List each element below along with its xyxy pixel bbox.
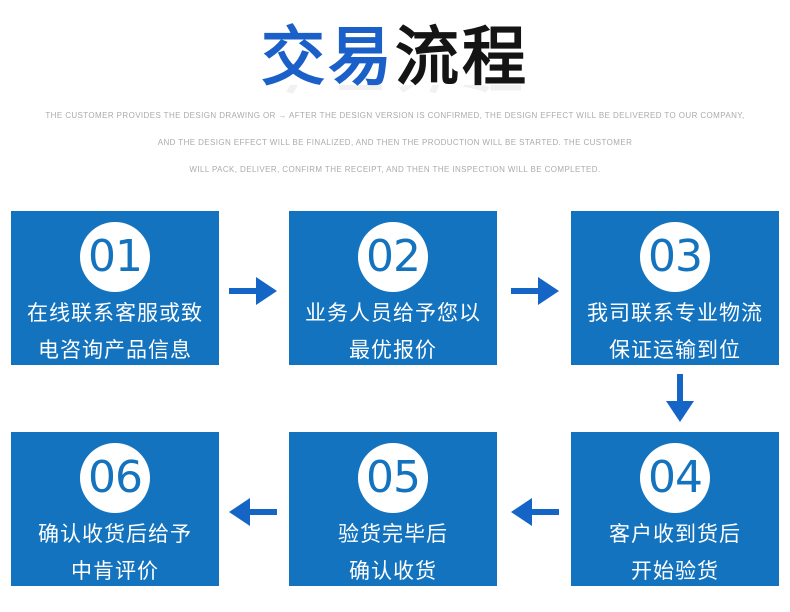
step-line: 客户收到货后	[609, 522, 741, 546]
arrow-right-icon	[229, 277, 277, 305]
subtitle-line-1: THE CUSTOMER PROVIDES THE DESIGN DRAWING…	[45, 111, 745, 120]
step-number-badge: 01	[80, 222, 150, 292]
step-card-02: 02 业务人员给予您以 最优报价	[289, 211, 497, 365]
step-line: 中肯评价	[71, 559, 159, 583]
step-description: 在线联系客服或致 电咨询产品信息	[11, 295, 219, 369]
step-card-01: 01 在线联系客服或致 电咨询产品信息	[11, 211, 219, 365]
step-description: 客户收到货后 开始验货	[571, 516, 779, 590]
step-number: 03	[648, 231, 703, 282]
step-line: 验货完毕后	[338, 522, 448, 546]
subtitle-line-3: WILL PACK, DELIVER, CONFIRM THE RECEIPT,…	[189, 165, 601, 174]
step-number-badge: 02	[358, 222, 428, 292]
step-line: 电咨询产品信息	[38, 338, 192, 362]
step-number: 06	[88, 452, 143, 503]
step-card-05: 05 验货完毕后 确认收货	[289, 432, 497, 586]
page-title-blue-part: 交易	[261, 21, 395, 95]
step-card-03: 03 我司联系专业物流 保证运输到位	[571, 211, 779, 365]
step-number-badge: 05	[358, 443, 428, 513]
page-title-dark-part: 流程	[395, 21, 529, 95]
step-line: 在线联系客服或致	[27, 301, 203, 325]
step-number-badge: 06	[80, 443, 150, 513]
arrow-left-icon	[511, 498, 559, 526]
step-number-badge: 03	[640, 222, 710, 292]
page-title: 交易流程	[0, 18, 790, 98]
step-card-06: 06 确认收货后给予 中肯评价	[11, 432, 219, 586]
arrow-down-icon	[666, 374, 694, 422]
step-description: 验货完毕后 确认收货	[289, 516, 497, 590]
step-line: 确认收货后给予	[38, 522, 192, 546]
arrow-left-icon	[229, 498, 277, 526]
step-line: 保证运输到位	[609, 338, 741, 362]
step-number: 05	[366, 452, 421, 503]
step-line: 我司联系专业物流	[587, 301, 763, 325]
step-description: 业务人员给予您以 最优报价	[289, 295, 497, 369]
step-number-badge: 04	[640, 443, 710, 513]
subtitle-block: THE CUSTOMER PROVIDES THE DESIGN DRAWING…	[0, 112, 790, 193]
step-number: 04	[648, 452, 703, 503]
step-line: 开始验货	[631, 559, 719, 583]
step-number: 02	[366, 231, 421, 282]
arrow-right-icon	[511, 277, 559, 305]
step-line: 业务人员给予您以	[305, 301, 481, 325]
step-line: 确认收货	[349, 559, 437, 583]
step-line: 最优报价	[349, 338, 437, 362]
step-number: 01	[88, 231, 143, 282]
step-description: 确认收货后给予 中肯评价	[11, 516, 219, 590]
subtitle-line-2: AND THE DESIGN EFFECT WILL BE FINALIZED,…	[157, 138, 633, 147]
step-description: 我司联系专业物流 保证运输到位	[571, 295, 779, 369]
step-card-04: 04 客户收到货后 开始验货	[571, 432, 779, 586]
